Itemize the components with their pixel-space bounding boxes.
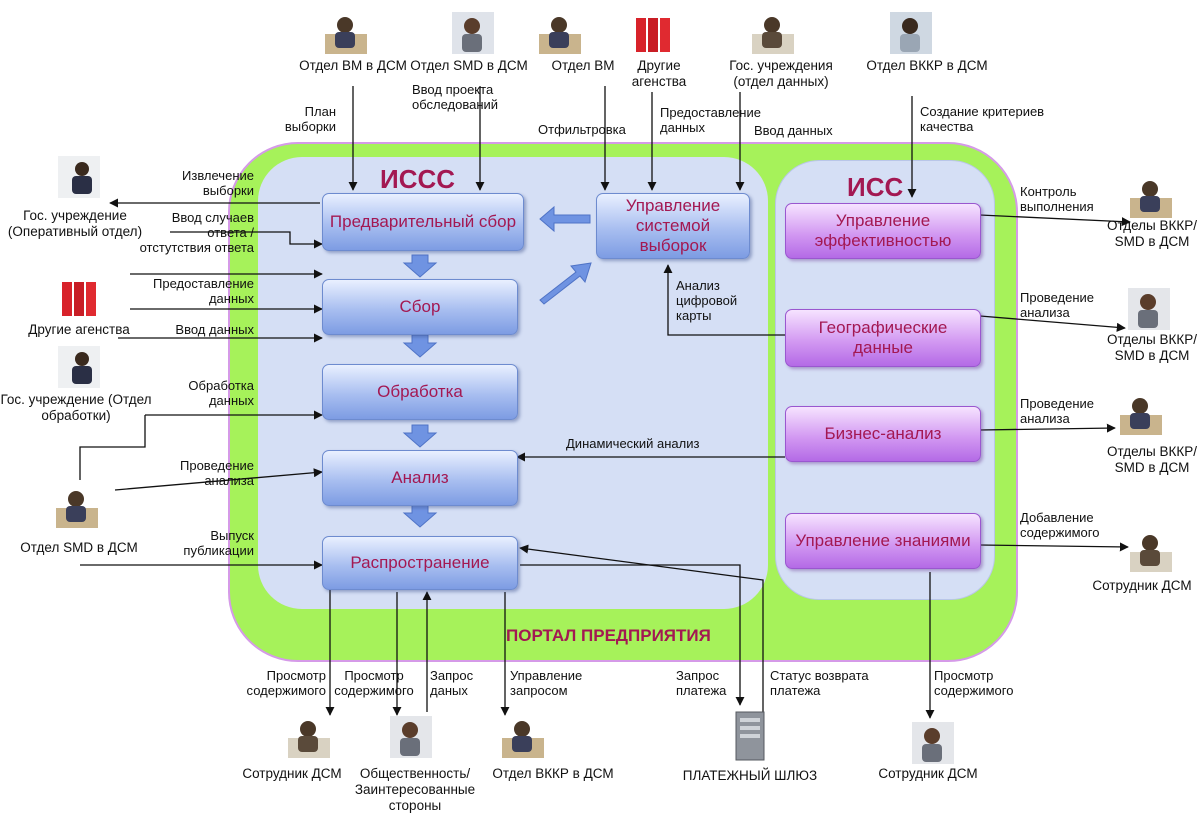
- label-view3: Просмотр содержимого: [934, 668, 1014, 698]
- person-icon: [390, 716, 432, 758]
- person-icon: [890, 12, 932, 54]
- label-view1: Просмотр содержимого: [246, 668, 326, 698]
- actor-vkkr-smd-1: Отделы ВККР/ SMD в ДСМ: [1107, 218, 1197, 249]
- person-icon: [58, 156, 100, 198]
- label-quality: Создание критериев качества: [920, 104, 1045, 134]
- person-icon: [1120, 398, 1162, 435]
- label-dynamic: Динамический анализ: [566, 436, 700, 451]
- label-payment-status: Статус возврата платежа: [770, 668, 869, 698]
- iss-title: ИСС: [847, 172, 904, 202]
- actor-other-agencies-left: Другие агенства: [28, 322, 130, 337]
- label-request-mgmt: Управление запросом: [510, 668, 583, 698]
- flow-arrow-3: [402, 424, 438, 448]
- line-conduct-left: [114, 468, 323, 491]
- person-icon: [452, 12, 494, 54]
- flow-arrow-to-sampling: [539, 262, 592, 305]
- label-conduct-r1: Проведение анализа: [1020, 290, 1094, 320]
- line-cases: [170, 231, 323, 249]
- label-payment-req: Запрос платежа: [676, 668, 727, 698]
- analysis-box[interactable]: Анализ: [322, 450, 518, 506]
- actor-dsm-employee-1: Сотрудник ДСМ: [242, 766, 342, 781]
- processing-box[interactable]: Обработка: [322, 364, 518, 420]
- label-map: Анализ цифровой карты: [676, 278, 738, 323]
- label-cases: Ввод случаев ответа / отстутствия ответа: [139, 210, 254, 255]
- flow-arrow-to-prelim: [539, 205, 591, 233]
- actor-bm-dsm: Отдел ВМ в ДСМ: [299, 58, 407, 73]
- person-icon: [1130, 181, 1172, 218]
- actor-vkkr-smd-3: Отделы ВККР/ SMD в ДСМ: [1107, 444, 1197, 475]
- actor-vkkr-dsm-bottom: Отдел ВККР в ДСМ: [492, 766, 614, 781]
- collection-box[interactable]: Сбор: [322, 279, 518, 335]
- line-map: [663, 264, 785, 336]
- line-payment-status: [519, 544, 764, 712]
- person-icon: [325, 17, 367, 54]
- actor-gov-data-dept: Гос. учреждения (отдел данных): [729, 58, 833, 89]
- person-icon: [56, 491, 98, 528]
- label-survey: Ввод проекта обследований: [412, 82, 499, 112]
- portal-title: ПОРТАЛ ПРЕДПРИЯТИЯ: [506, 626, 711, 645]
- actor-bm: Отдел ВМ: [551, 58, 615, 73]
- label-conduct-left: Проведение анализа: [180, 458, 254, 488]
- actor-dsm-employee-2: Сотрудник ДСМ: [878, 766, 978, 781]
- person-icon: [752, 17, 794, 54]
- binders-icon: [62, 282, 96, 316]
- prelim-collection-box[interactable]: Предварительный сбор: [322, 193, 524, 251]
- actor-vkkr-dsm-top: Отдел ВККР в ДСМ: [866, 58, 988, 73]
- label-plan: План выборки: [284, 104, 336, 134]
- line-smd-up: [79, 415, 146, 480]
- flow-arrow-2: [402, 334, 438, 358]
- actor-smd-dsm-left: Отдел SMD в ДСМ: [20, 540, 138, 555]
- geographic-data-box[interactable]: Географические данные: [785, 309, 981, 367]
- label-control: Контроль выполнения: [1020, 184, 1094, 214]
- actor-payment-gateway: ПЛАТЕЖНЫЙ ШЛЮЗ: [682, 768, 818, 783]
- label-input-top: Ввод данных: [754, 123, 833, 138]
- person-icon: [912, 722, 954, 764]
- knowledge-management-box[interactable]: Управление знаниями: [785, 513, 981, 569]
- line-control: [979, 214, 1131, 227]
- actor-vkkr-smd-2: Отделы ВККР/ SMD в ДСМ: [1107, 332, 1197, 363]
- label-input-left: Ввод данных: [175, 322, 254, 337]
- person-icon: [58, 346, 100, 388]
- person-icon: [288, 721, 330, 758]
- line-add-content: [979, 542, 1129, 552]
- binders-icon: [636, 18, 670, 52]
- server-icon: [735, 711, 765, 761]
- label-conduct-r2: Проведение анализа: [1020, 396, 1094, 426]
- person-icon: [539, 17, 581, 54]
- actor-smd-dsm: Отдел SMD в ДСМ: [410, 58, 528, 73]
- label-processing: Обработка данных: [188, 378, 254, 408]
- label-publish: Выпуск публикации: [183, 528, 254, 558]
- person-icon: [1128, 288, 1170, 330]
- label-provide-left: Предоставление данных: [153, 276, 254, 306]
- label-extract: Извлечение выборки: [182, 168, 254, 198]
- actor-gov-processing: Гос. учреждение (Отдел обработки): [0, 392, 152, 423]
- person-icon: [1130, 535, 1172, 572]
- flow-arrow-4: [402, 504, 438, 528]
- label-provide-top: Предоставление данных: [660, 105, 761, 135]
- actor-other-agencies-top: Другие агенства: [631, 58, 687, 89]
- label-add-content: Добавление содержимого: [1020, 510, 1100, 540]
- line-conduct-r2: [979, 423, 1116, 433]
- label-filter: Отфильтровка: [538, 122, 626, 137]
- flow-arrow-1: [402, 254, 438, 278]
- line-payment-req: [520, 564, 745, 706]
- isss-title: ИССС: [380, 164, 456, 194]
- dissemination-box[interactable]: Распространение: [322, 536, 518, 590]
- actor-gov-operational: Гос. учреждение (Оперативный отдел): [7, 208, 143, 239]
- label-view2: Просмотр содержимого: [334, 668, 414, 698]
- sampling-management-box[interactable]: Управление системой выборок: [596, 193, 750, 259]
- label-request-data: Запрос даных: [430, 668, 474, 698]
- performance-management-box[interactable]: Управление эффективностью: [785, 203, 981, 259]
- actor-dsm-employee-right: Сотрудник ДСМ: [1092, 578, 1192, 593]
- line-conduct-r1: [979, 315, 1126, 332]
- person-icon: [502, 721, 544, 758]
- business-analysis-box[interactable]: Бизнес-анализ: [785, 406, 981, 462]
